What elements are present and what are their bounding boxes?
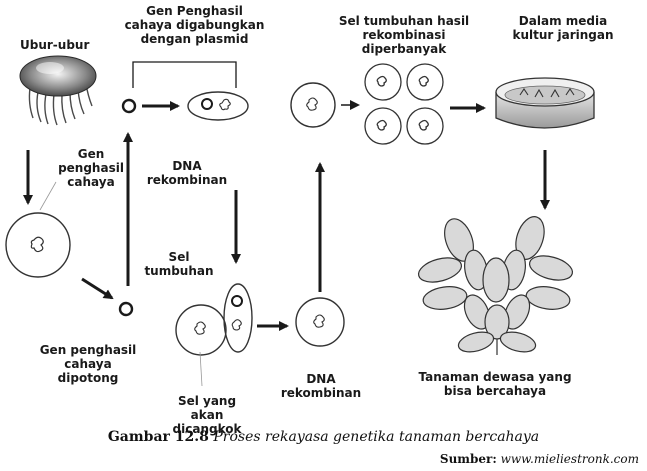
gene-squiggle (306, 97, 318, 111)
bacterium-vertical (223, 283, 253, 353)
label-dna-recombinant-bottom: DNA rekombinan (280, 372, 362, 400)
label-plant-cell: Sel tumbuhan (144, 250, 214, 278)
source-label: Sumber: (439, 452, 497, 466)
glowing-plant-icon (417, 216, 574, 355)
jellyfish-cell (5, 212, 71, 278)
label-light-gene: Gen penghasil cahaya (58, 147, 124, 189)
caption-number: Gambar 12.8 (107, 429, 209, 445)
arrow-cell-to-cut-gene (81, 277, 114, 300)
label-cell-to-graft: Sel yang akan dicangkok (172, 394, 242, 436)
graft-pointer-line (199, 351, 203, 387)
source-url: www.mieliestronk.com (500, 452, 639, 466)
gene-squiggle (194, 321, 206, 335)
gene-pointer-line (39, 181, 57, 211)
label-culture-medium: Dalam media kultur jaringan (512, 14, 614, 42)
caption-title: Proses rekayasa genetika tanaman bercaha… (213, 429, 540, 445)
figure-caption: Gambar 12.8 Proses rekayasa genetika tan… (0, 429, 647, 445)
multiplied-cells (364, 63, 444, 145)
bacterium-outline (187, 91, 249, 121)
combination-bracket (132, 61, 237, 88)
plant-cell (175, 304, 227, 356)
gene-squiggle (30, 236, 44, 253)
label-jellyfish: Ubur-ubur (20, 38, 90, 52)
plasmid-ring-bottom (118, 301, 134, 317)
plasmid-in-bacterium (231, 295, 243, 307)
label-gene-cut: Gen penghasil cahaya dipotong (39, 343, 137, 385)
recombinant-plasmid (201, 98, 213, 110)
plasmid-ring-top (121, 98, 137, 114)
label-dna-recombinant-top: DNA rekombinan (146, 159, 228, 187)
figure-source: Sumber: www.mieliestronk.com (440, 452, 639, 466)
recombinant-cell-bottom (295, 297, 345, 347)
jellyfish-icon (19, 55, 97, 126)
gene-squiggle (231, 319, 242, 331)
gene-squiggle (219, 98, 231, 111)
label-gene-combined: Gen Penghasil cahaya digabungkan dengan … (124, 4, 265, 46)
petri-dish-icon (495, 77, 595, 129)
gene-squiggle (313, 314, 325, 328)
label-adult-plant: Tanaman dewasa yang bisa bercahaya (418, 370, 572, 398)
recombinant-cell-top (290, 82, 336, 128)
label-cells-multiplied: Sel tumbuhan hasil rekombinasi diperbany… (338, 14, 470, 56)
